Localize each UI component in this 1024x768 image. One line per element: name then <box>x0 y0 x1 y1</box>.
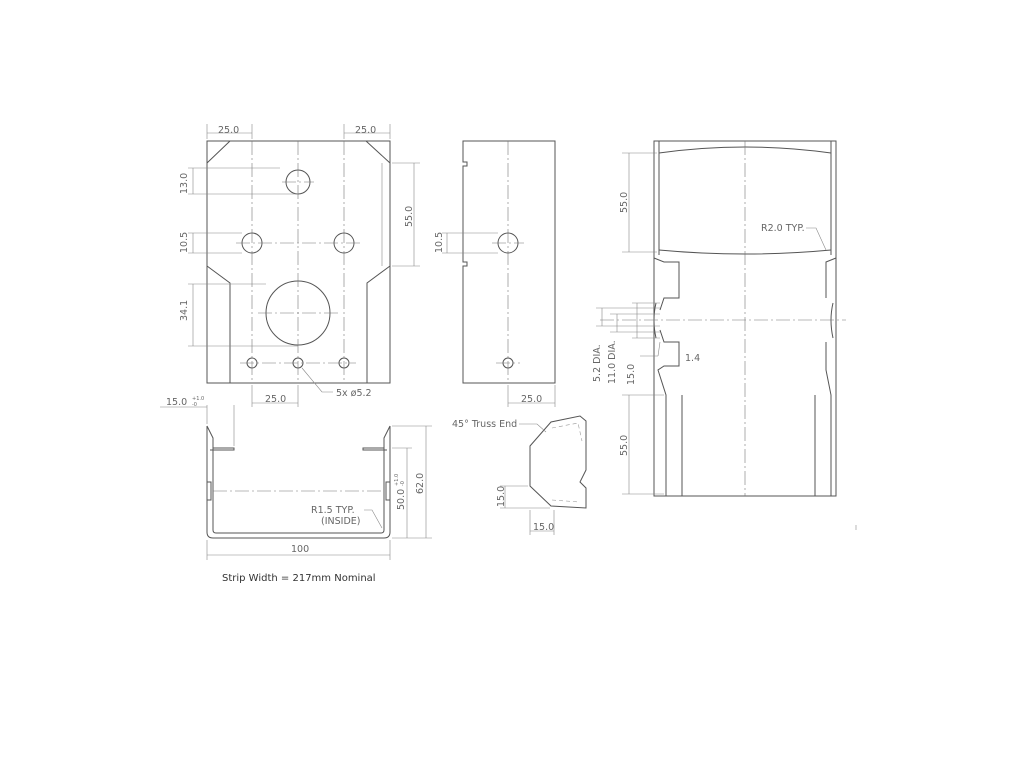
front-view: 25.0 25.0 13.0 10.5 34.1 55.0 25.0 5x ø5… <box>179 124 420 407</box>
truss-end-outline <box>529 415 587 509</box>
radius-note-leader <box>364 509 383 529</box>
long-view-lower-left <box>657 329 680 496</box>
section-left-hole-cut <box>207 481 214 501</box>
dim-side-bottom: 25.0 <box>521 394 542 405</box>
side-view-outline <box>462 140 556 384</box>
long-view-right-slot <box>830 302 834 339</box>
long-view-bend-left <box>653 257 680 311</box>
dim-side-hole: 10.5 <box>434 232 445 253</box>
front-view-outline <box>206 140 391 384</box>
section-inner-profile <box>212 448 385 534</box>
dim-truss-vertical: 15.0 <box>496 486 507 507</box>
dim-front-top-right: 25.0 <box>355 125 376 136</box>
truss-end-hidden-bottom <box>551 499 581 503</box>
section-left-flange <box>206 425 235 451</box>
dim-section-inner-tol-plus: +1.0 <box>394 474 400 486</box>
dim-section-flange-lines <box>160 405 235 446</box>
dim-side-hole-lines <box>442 232 498 254</box>
dim-front-bottom-spacing: 25.0 <box>265 394 286 405</box>
dim-long-bottom-height: 55.0 <box>619 435 630 456</box>
long-view: 55.0 R2.0 TYP. 5.2 DIA. 11.0 DIA. 15.0 1… <box>592 140 857 530</box>
dim-front-bottom-lines <box>251 385 299 407</box>
front-view-top-right-chamfer <box>365 140 391 164</box>
dim-front-top-left: 25.0 <box>218 125 239 136</box>
dim-truss-horizontal-lines <box>529 510 555 535</box>
dim-front-right-lines <box>392 162 420 267</box>
dim-section-inner-height: 50.0 <box>396 489 407 510</box>
dim-front-right-height: 55.0 <box>404 206 415 227</box>
dim-long-slot: 15.0 <box>626 364 637 385</box>
truss-end-leader <box>519 423 547 433</box>
dim-section-flange-tol-minus: -0 <box>192 402 197 408</box>
section-outer-profile <box>206 426 391 539</box>
dim-section-inner-tol-minus: -0 <box>400 481 406 486</box>
dim-front-left-ext-lines <box>188 167 298 347</box>
dim-side-bottom-lines <box>507 385 556 407</box>
truss-end-view: 45° Truss End 15.0 15.0 <box>452 415 587 535</box>
long-view-outline <box>653 140 837 497</box>
radius-note-1: R1.5 TYP. <box>311 505 355 516</box>
dim-truss-horizontal: 15.0 <box>533 522 554 533</box>
dim-long-gap: 1.4 <box>685 353 700 364</box>
radius-note-2: (INSIDE) <box>321 516 360 527</box>
dim-section-width: 100 <box>291 544 309 555</box>
front-view-right-bend-line <box>366 265 391 383</box>
strip-width-note: Strip Width = 217mm Nominal <box>222 573 376 584</box>
dim-front-hole-upper: 13.0 <box>179 173 190 194</box>
dim-truss-vertical-lines <box>500 485 550 509</box>
truss-end-hidden-top <box>551 422 583 442</box>
dim-long-hole-large: 11.0 DIA. <box>607 340 618 384</box>
dim-long-top-lines <box>622 152 657 253</box>
dim-front-large-hole: 34.1 <box>179 300 190 321</box>
section-right-hole-cut <box>383 481 390 501</box>
long-view-lower-right <box>825 342 832 496</box>
side-view: 10.5 25.0 <box>434 140 556 407</box>
front-view-top-left-chamfer <box>206 140 231 164</box>
dim-front-hole-mid: 10.5 <box>179 232 190 253</box>
dim-long-hole-lines <box>596 302 661 357</box>
dim-section-flange: 15.0 <box>166 397 187 408</box>
section-view: 15.0 +1.0 -0 50.0 +1.0 -0 62.0 100 R1.5 … <box>160 396 432 560</box>
dim-long-radius: R2.0 TYP. <box>761 223 805 234</box>
radius-leader <box>806 227 827 251</box>
hole-callout-leader <box>301 367 333 393</box>
front-view-left-bend-line <box>206 265 231 383</box>
dim-long-hole-small: 5.2 DIA. <box>592 344 603 382</box>
dim-section-width-lines <box>206 540 391 560</box>
dim-section-flange-tol-plus: +1.0 <box>192 396 204 402</box>
hole-callout: 5x ø5.2 <box>336 388 372 399</box>
dim-front-top-left-lines <box>206 124 253 139</box>
section-right-flange <box>362 425 391 451</box>
dim-section-outer-height: 62.0 <box>415 473 426 494</box>
dim-front-top-right-lines <box>343 124 391 139</box>
dim-section-height-lines <box>392 425 432 539</box>
truss-end-label: 45° Truss End <box>452 419 517 430</box>
long-view-bend-right <box>825 257 837 298</box>
dim-long-top-height: 55.0 <box>619 192 630 213</box>
dim-long-bottom-lines <box>622 394 664 495</box>
